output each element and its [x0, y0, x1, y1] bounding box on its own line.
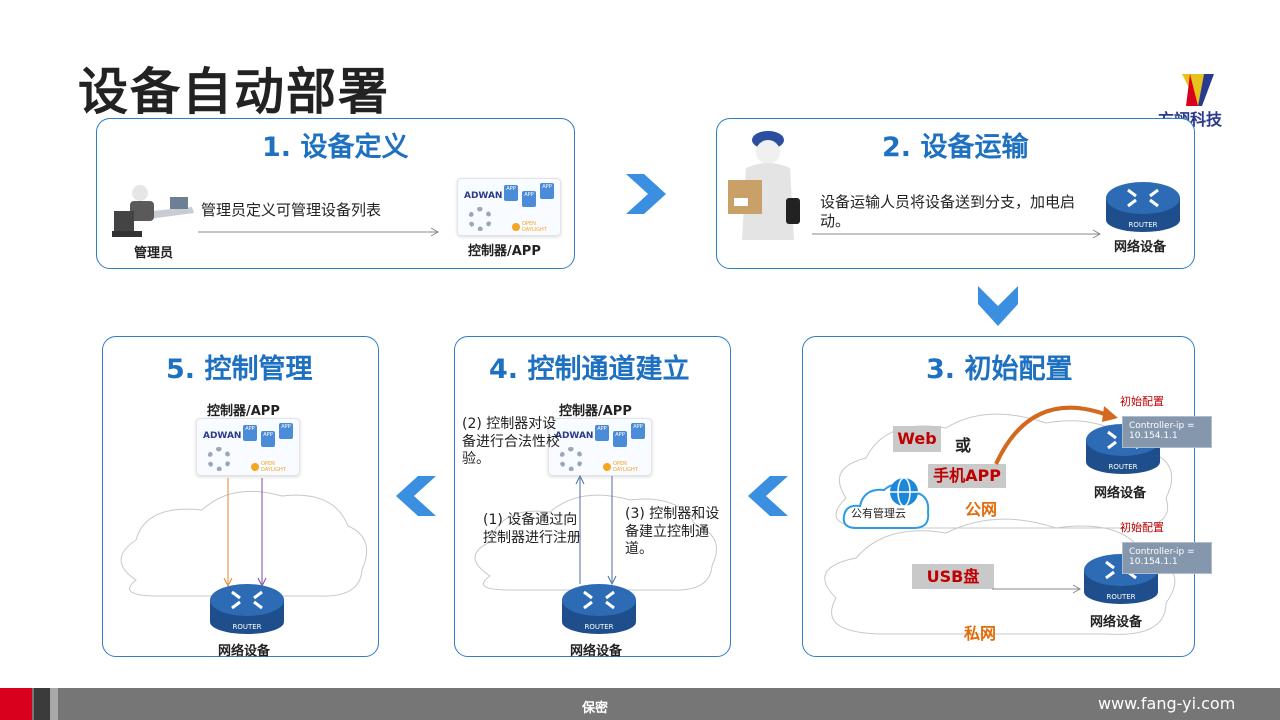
- step-4-note-1: (1) 设备通过向控制器进行注册: [483, 512, 581, 546]
- router-tag: ROUTER: [1128, 221, 1157, 229]
- chevron-left-icon: [396, 476, 436, 516]
- app-tile-icon: APP: [595, 425, 609, 441]
- router-tag: ROUTER: [584, 623, 613, 631]
- step-4-title: 4. 控制通道建立: [489, 354, 690, 385]
- app-tile-icon: APP: [279, 423, 293, 439]
- or-label: 或: [955, 436, 972, 455]
- company-logo-icon: [1182, 74, 1214, 106]
- step-1-title: 1. 设备定义: [262, 132, 409, 163]
- step-2-title: 2. 设备运输: [882, 132, 1029, 163]
- mobile-app-chip: 手机APP: [928, 464, 1006, 488]
- app-tile-icon: APP: [613, 431, 627, 447]
- init-config-label-2: 初始配置: [1120, 521, 1164, 534]
- app-tile-icon: APP: [522, 191, 536, 207]
- page-title: 设备自动部署: [78, 63, 390, 121]
- private-network-label: 私网: [964, 624, 997, 643]
- delivery-person-icon: [728, 131, 800, 240]
- step-5-title: 5. 控制管理: [166, 354, 313, 385]
- router-tag: ROUTER: [232, 623, 261, 631]
- channel-arrows: [575, 474, 617, 586]
- gear-icon: [559, 447, 583, 471]
- step-4-note-2: (2) 控制器对设备进行合法性校验。: [462, 416, 560, 467]
- admin-label: 管理员: [134, 246, 174, 261]
- app-tile-icon: APP: [261, 431, 275, 447]
- controller-ip-tag-1: Controller-ip = 10.154.1.1: [1122, 416, 1212, 448]
- app-tile-icon: APP: [540, 183, 554, 199]
- management-arrows: [223, 478, 267, 588]
- device-label-1: 网络设备: [1094, 486, 1147, 501]
- app-tile-icon: APP: [631, 423, 645, 439]
- footer-dark-block: [34, 688, 50, 720]
- controller-ip-tag-2: Controller-ip = 10.154.1.1: [1122, 542, 1212, 574]
- step-3-title: 3. 初始配置: [926, 354, 1073, 385]
- public-network-label: 公网: [965, 500, 998, 519]
- step-1-description: 管理员定义可管理设备列表: [201, 201, 382, 219]
- footer-confidential-label: 保密: [581, 701, 608, 716]
- router-tag: ROUTER: [1108, 463, 1137, 471]
- footer-light-block: [50, 688, 58, 720]
- router-icon: ROUTER: [210, 584, 284, 634]
- public-cloud-icon: [842, 477, 930, 529]
- footer-red-block: [0, 688, 32, 720]
- cloud-background: [824, 413, 1176, 635]
- gear-icon: [207, 447, 231, 471]
- opendaylight-sun-icon: [512, 223, 520, 231]
- chevron-right-icon: [626, 174, 666, 214]
- controller-label: 控制器/APP: [207, 404, 280, 419]
- device-label: 网络设备: [570, 644, 623, 659]
- config-curve-arrow: [994, 405, 1118, 465]
- adwan-brand: ADWAN: [203, 431, 242, 441]
- step-1-arrow: [198, 227, 440, 237]
- init-config-label-1: 初始配置: [1120, 395, 1164, 408]
- adwan-brand: ADWAN: [464, 191, 503, 201]
- device-label: 网络设备: [218, 644, 271, 659]
- chevron-left-icon: [748, 476, 788, 516]
- app-tile-icon: APP: [504, 185, 518, 201]
- router-tag: ROUTER: [1106, 593, 1135, 601]
- controller-label: 控制器/APP: [559, 404, 632, 419]
- chevron-down-icon: [978, 286, 1018, 326]
- app-tile-icon: APP: [243, 425, 257, 441]
- adwan-brand: ADWAN: [555, 431, 594, 441]
- device-label-2: 网络设备: [1090, 615, 1143, 630]
- device-label: 网络设备: [1114, 240, 1167, 255]
- step-2-arrow: [812, 229, 1102, 239]
- router-icon: ROUTER: [562, 584, 636, 634]
- opendaylight-sun-icon: [603, 463, 611, 471]
- footer-bar: [0, 688, 1280, 720]
- opendaylight-sun-icon: [251, 463, 259, 471]
- gear-icon: [468, 207, 492, 231]
- footer-url[interactable]: www.fang-yi.com: [1098, 694, 1236, 713]
- usb-arrow: [992, 584, 1082, 594]
- step-4-note-3: (3) 控制器和设备建立控制通道。: [625, 506, 720, 557]
- router-icon: ROUTER: [1106, 182, 1180, 232]
- admin-person-icon: [112, 185, 194, 237]
- step-2-description: 设备运输人员将设备送到分支，加电启动。: [820, 193, 1076, 230]
- usb-chip: USB盘: [912, 564, 994, 589]
- cloud-background: [474, 494, 717, 591]
- public-cloud-label: 公有管理云: [851, 507, 906, 520]
- controller-label: 控制器/APP: [468, 244, 541, 259]
- web-method-chip: Web: [893, 426, 941, 452]
- cloud-background: [120, 490, 368, 597]
